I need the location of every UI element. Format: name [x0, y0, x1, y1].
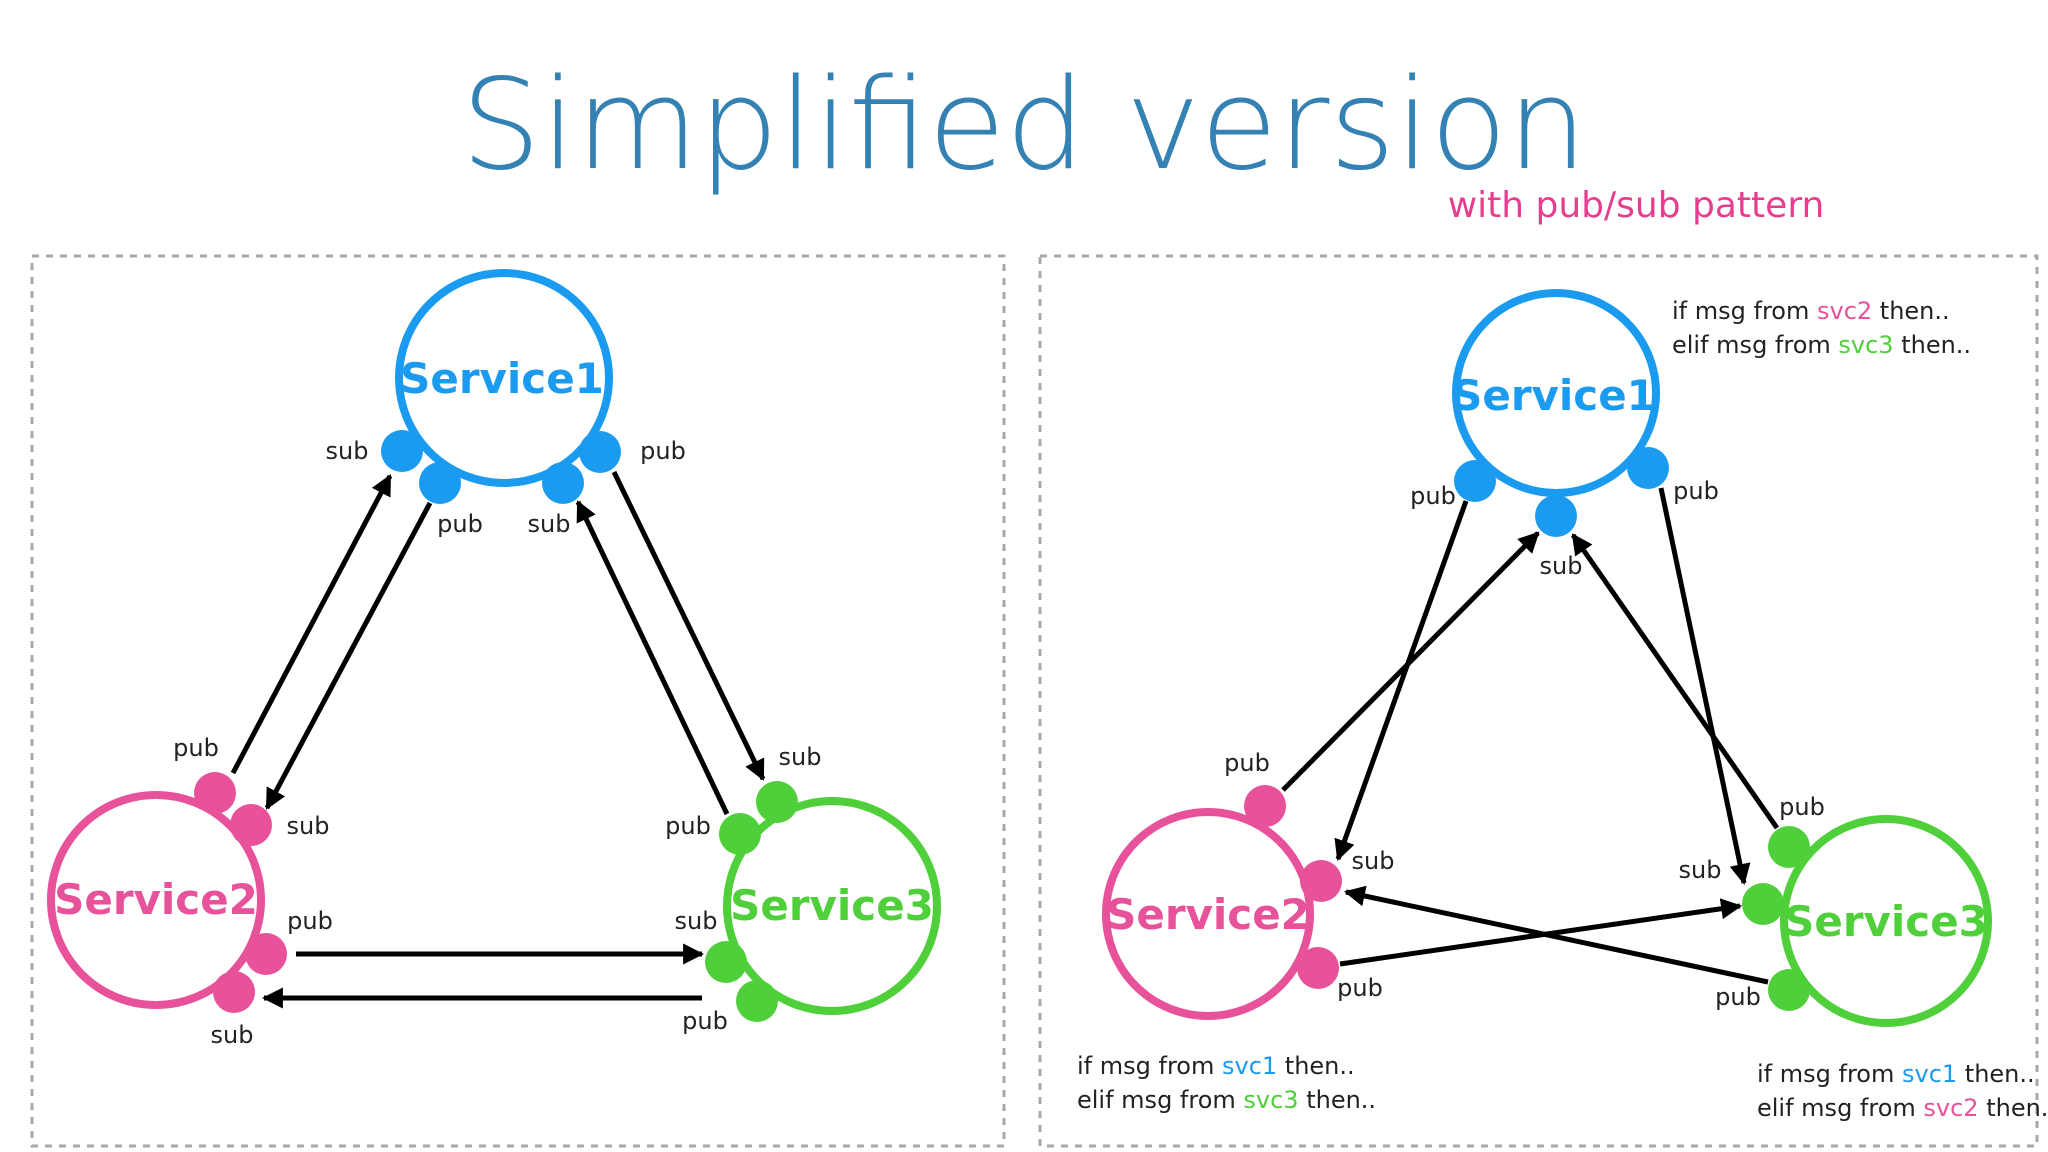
note-svc3-ref1: svc1 — [1902, 1060, 1957, 1088]
left-service1-label: Service1 — [400, 354, 604, 403]
note-svc2-ref1: svc1 — [1222, 1052, 1277, 1080]
left-s2-pub-label-2: pub — [287, 907, 333, 935]
right-s2-sub-port — [1300, 860, 1342, 902]
right-s1-sub-label: sub — [1540, 552, 1583, 580]
left-s3-sub-port — [756, 781, 798, 823]
note-svc2-line2: elif msg from svc3 then.. — [1077, 1086, 1376, 1114]
left-s3-sub-port-2 — [705, 941, 747, 983]
left-s2-sub-label-2: sub — [211, 1021, 254, 1049]
left-s2-pub-label: pub — [173, 734, 219, 762]
left-arrow-s2-to-s1 — [230, 474, 393, 775]
note-svc1-ref1: svc2 — [1817, 297, 1872, 325]
left-s1-sub-port-2 — [542, 462, 584, 504]
right-arrow-s1-to-s2 — [1334, 500, 1469, 861]
right-s2-pub-port-2 — [1297, 947, 1339, 989]
left-s1-pub-port-2 — [579, 431, 621, 473]
right-s3-pub-label-2: pub — [1715, 983, 1761, 1011]
right-arrow-s3-to-s1 — [1570, 533, 1780, 830]
right-service3-label: Service3 — [1784, 897, 1988, 946]
left-s1-pub-label-2: pub — [640, 437, 686, 465]
note-svc3-line1: if msg from svc1 then.. — [1757, 1060, 2035, 1088]
left-s2-sub-label: sub — [287, 812, 330, 840]
right-s1-pub-label-2: pub — [1673, 477, 1719, 505]
left-arrow-s3-to-s1 — [575, 500, 730, 816]
right-panel: Service1 Service2 Service3 pub sub pub p… — [1077, 289, 2048, 1122]
right-s1-pub-port — [1454, 460, 1496, 502]
right-arrow-s3-to-s2 — [1343, 885, 1769, 985]
right-s3-sub-port — [1742, 883, 1784, 925]
right-s1-sub-port — [1535, 495, 1577, 537]
right-service2-label: Service2 — [1106, 890, 1310, 939]
note-svc3-ref2: svc2 — [1923, 1094, 1978, 1122]
right-service1-label: Service1 — [1452, 371, 1656, 420]
left-service2-label: Service2 — [54, 875, 258, 924]
right-service3-node — [1780, 815, 1992, 1027]
left-s2-pub-port-2 — [245, 933, 287, 975]
right-s3-pub-port — [1768, 826, 1810, 868]
right-arrow-s2-to-s1 — [1281, 531, 1540, 792]
left-arrow-s1-to-s3 — [611, 470, 766, 781]
right-s3-sub-label: sub — [1679, 856, 1722, 884]
right-panel-frame — [1038, 254, 2039, 1148]
right-s1-pub-label: pub — [1410, 482, 1456, 510]
left-s1-sub-port — [381, 430, 423, 472]
left-s3-pub-port — [719, 813, 761, 855]
left-s1-sub-label: sub — [326, 437, 369, 465]
left-arrow-s1-to-s2 — [264, 501, 433, 810]
right-service1-node — [1452, 289, 1660, 497]
note-svc2-line1: if msg from svc1 then.. — [1077, 1052, 1355, 1080]
left-service3-label: Service3 — [730, 881, 934, 930]
left-panel: Service1 Service2 Service3 sub pub sub p… — [47, 269, 941, 1049]
note-svc3-line2: elif msg from svc2 then.. — [1757, 1094, 2048, 1122]
right-s2-pub-label: pub — [1224, 749, 1270, 777]
note-svc1-line2: elif msg from svc3 then.. — [1672, 331, 1971, 359]
note-svc2-ref2: svc3 — [1243, 1086, 1298, 1114]
left-s3-pub-label-2: pub — [682, 1007, 728, 1035]
left-panel-frame — [30, 254, 1006, 1148]
left-s1-pub-port — [419, 462, 461, 504]
right-s2-sub-label: sub — [1352, 847, 1395, 875]
left-s3-sub-label: sub — [779, 743, 822, 771]
left-s3-pub-label: pub — [665, 812, 711, 840]
left-s2-pub-port — [194, 772, 236, 814]
left-s3-pub-port-2 — [736, 980, 778, 1022]
left-service3-node — [723, 797, 941, 1015]
left-s2-sub-port-2 — [213, 971, 255, 1013]
left-s1-sub-label-2: sub — [528, 510, 571, 538]
right-s3-pub-port-2 — [1768, 969, 1810, 1011]
page-title: Simplified version — [461, 51, 1587, 198]
left-service2-node — [47, 791, 265, 1009]
right-s2-pub-label-2: pub — [1337, 974, 1383, 1002]
right-s3-pub-label: pub — [1779, 793, 1825, 821]
right-s1-pub-port-2 — [1627, 447, 1669, 489]
left-service1-node — [395, 269, 613, 487]
left-s3-sub-label-2: sub — [675, 907, 718, 935]
page-subtitle: with pub/sub pattern — [1448, 185, 1825, 226]
right-service2-node — [1102, 808, 1314, 1020]
left-s1-pub-label: pub — [437, 510, 483, 538]
note-svc1-ref2: svc3 — [1838, 331, 1893, 359]
note-svc1-line1: if msg from svc2 then.. — [1672, 297, 1950, 325]
left-s2-sub-port — [230, 804, 272, 846]
right-arrow-s1-to-s3 — [1658, 487, 1751, 886]
right-s2-pub-port — [1244, 785, 1286, 827]
